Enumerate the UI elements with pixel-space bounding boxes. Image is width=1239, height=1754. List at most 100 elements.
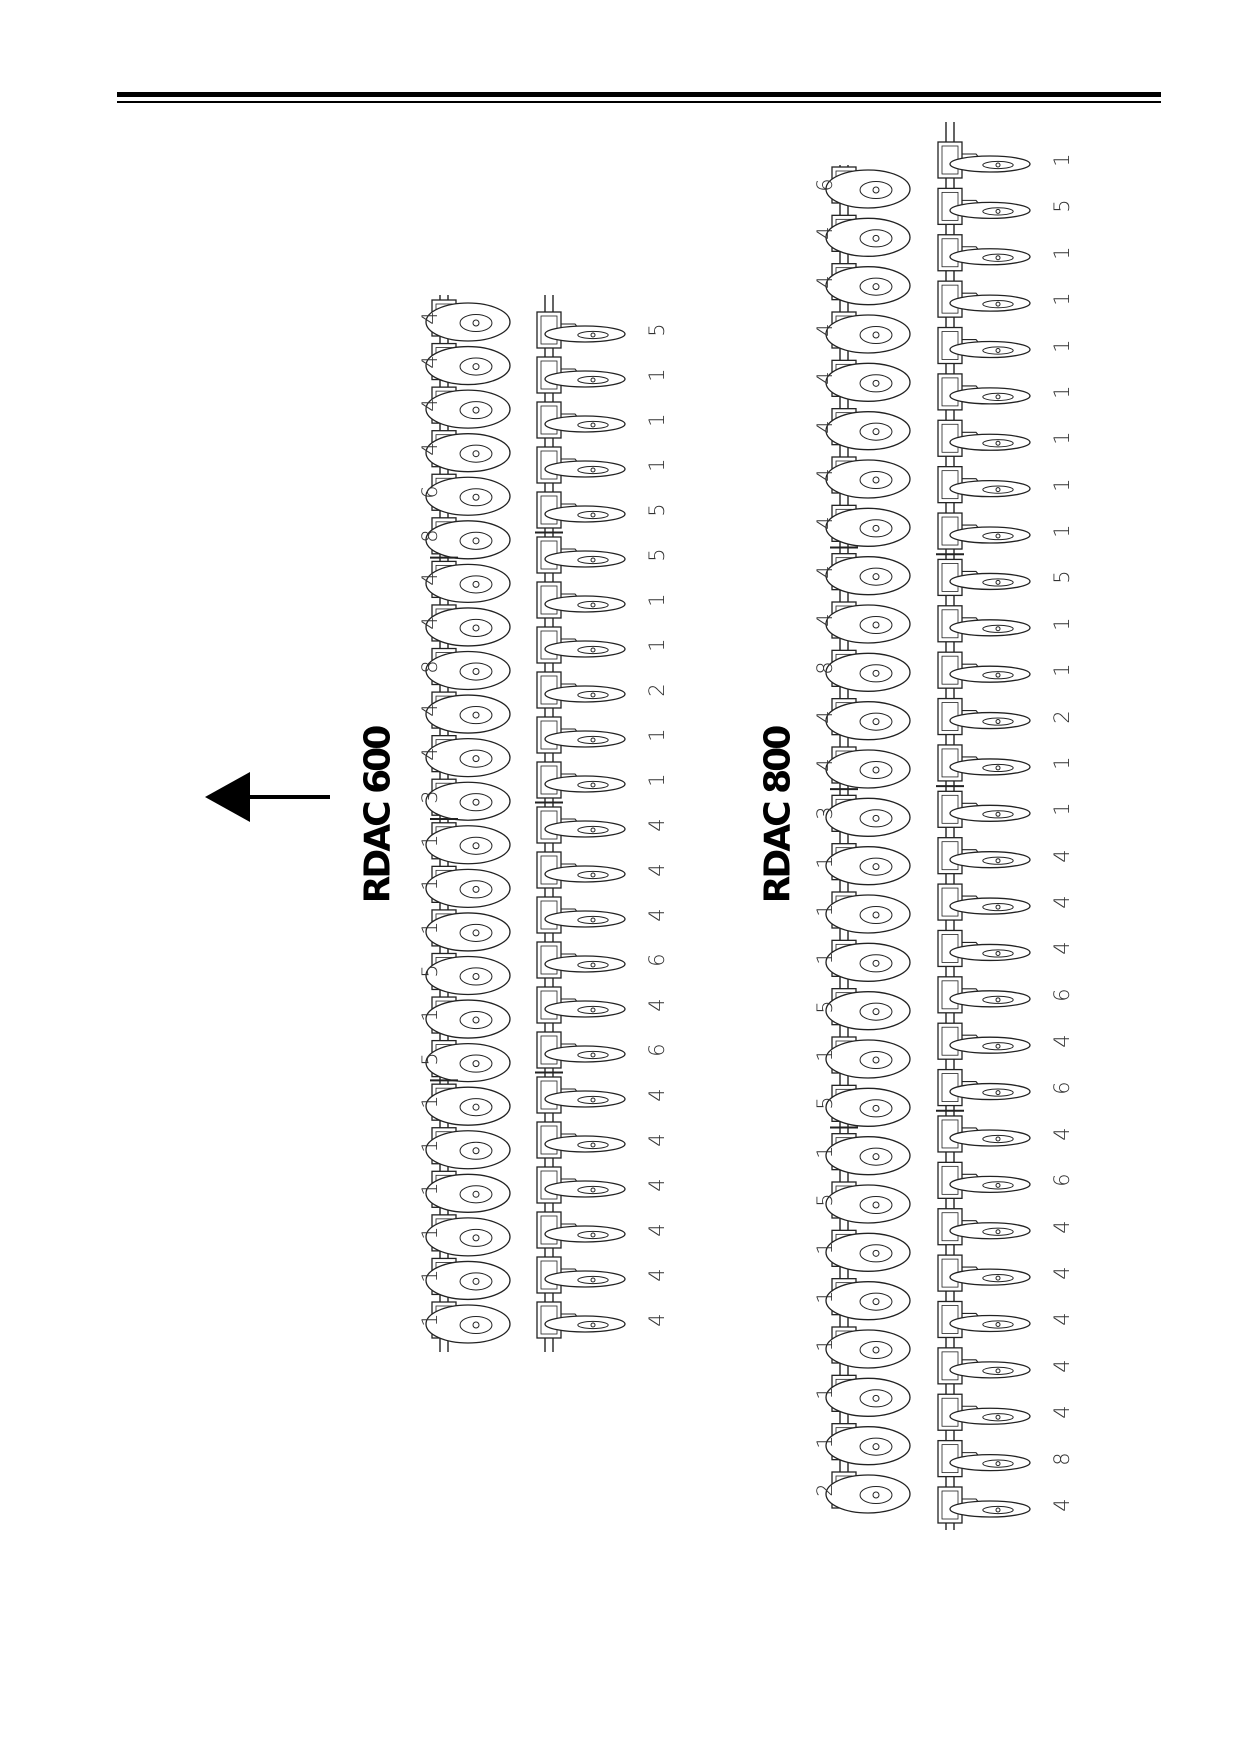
rdac600-machine-drawing bbox=[425, 295, 626, 1352]
position-label: 4 bbox=[417, 442, 442, 456]
position-label: 1 bbox=[812, 903, 837, 917]
position-label: 2 bbox=[644, 683, 669, 697]
position-label: 1 bbox=[417, 877, 442, 892]
disc-unit bbox=[937, 1068, 1031, 1107]
position-label: 4 bbox=[1049, 1312, 1074, 1327]
disc-unit bbox=[825, 1229, 911, 1272]
position-label: 6 bbox=[1049, 1080, 1074, 1095]
disc-unit bbox=[937, 1161, 1031, 1199]
position-label: 4 bbox=[644, 1313, 669, 1327]
rdac800-machine-drawing bbox=[825, 122, 1031, 1530]
position-label: 1 bbox=[1049, 431, 1074, 445]
disc-unit bbox=[937, 605, 1031, 643]
position-label: 1 bbox=[812, 1289, 837, 1304]
disc-unit bbox=[425, 865, 511, 908]
disc-unit bbox=[937, 790, 1031, 828]
disc-unit bbox=[425, 342, 511, 386]
disc-unit bbox=[825, 456, 911, 499]
disc-unit bbox=[825, 988, 911, 1031]
disc-unit bbox=[425, 909, 511, 952]
disc-unit bbox=[425, 1039, 511, 1083]
position-label: 1 bbox=[1049, 802, 1074, 816]
disc-unit bbox=[536, 716, 626, 754]
disc-unit bbox=[937, 929, 1031, 968]
disc-unit bbox=[937, 234, 1031, 272]
disc-unit bbox=[425, 604, 511, 647]
position-label: 4 bbox=[1049, 1034, 1074, 1048]
position-label: 8 bbox=[812, 661, 837, 676]
position-label: 1 bbox=[1049, 524, 1074, 538]
position-label: 5 bbox=[1049, 570, 1074, 585]
disc-unit bbox=[825, 504, 911, 547]
position-label: 1 bbox=[1049, 338, 1074, 353]
position-label: 4 bbox=[812, 419, 837, 434]
disc-unit bbox=[825, 746, 911, 789]
position-label: 4 bbox=[417, 398, 442, 412]
model-label-rdac600: RDAC 600 bbox=[357, 727, 399, 904]
disc-unit bbox=[825, 311, 911, 354]
position-label: 4 bbox=[417, 354, 442, 369]
disc-unit bbox=[536, 536, 626, 574]
disc-unit bbox=[825, 1084, 911, 1127]
disc-unit bbox=[536, 1166, 626, 1204]
position-label: 1 bbox=[812, 854, 837, 869]
position-label: 1 bbox=[812, 1338, 837, 1352]
disc-unit bbox=[825, 601, 911, 644]
disc-unit bbox=[937, 1486, 1031, 1524]
position-label: 5 bbox=[644, 323, 669, 337]
position-label: 4 bbox=[417, 746, 442, 761]
position-label: 1 bbox=[417, 1226, 442, 1240]
position-label: 6 bbox=[417, 485, 442, 499]
disc-unit bbox=[937, 141, 1031, 179]
position-label: 5 bbox=[644, 548, 669, 562]
disc-unit bbox=[425, 1257, 511, 1301]
disc-unit bbox=[937, 1208, 1031, 1246]
disc-unit bbox=[425, 1170, 511, 1213]
disc-unit bbox=[425, 1127, 511, 1170]
position-label: 6 bbox=[812, 178, 837, 192]
position-label: 1 bbox=[644, 368, 669, 382]
position-label: 4 bbox=[417, 572, 442, 587]
position-label: 4 bbox=[812, 274, 837, 289]
position-label: 1 bbox=[417, 1313, 442, 1327]
disc-unit bbox=[536, 1211, 626, 1249]
disc-unit bbox=[425, 735, 511, 778]
disc-unit bbox=[937, 1022, 1031, 1060]
position-label: 8 bbox=[1049, 1451, 1074, 1466]
position-label: 3 bbox=[417, 790, 442, 804]
disc-unit bbox=[425, 1301, 511, 1344]
position-label: 4 bbox=[812, 709, 837, 724]
position-label: 1 bbox=[812, 951, 837, 966]
disc-unit bbox=[425, 691, 511, 734]
disc-unit bbox=[536, 896, 626, 934]
position-label: 1 bbox=[417, 1269, 442, 1284]
position-label: 4 bbox=[417, 311, 442, 325]
disc-unit bbox=[536, 626, 626, 664]
disc-unit bbox=[825, 214, 911, 257]
disc-unit bbox=[536, 1121, 626, 1159]
disc-unit bbox=[825, 1423, 911, 1466]
disc-unit bbox=[536, 1256, 626, 1294]
position-label: 4 bbox=[1049, 895, 1074, 909]
position-label: 1 bbox=[1049, 292, 1074, 306]
position-label: 1 bbox=[417, 1182, 442, 1196]
position-label: 4 bbox=[1049, 1405, 1074, 1419]
position-label: 4 bbox=[1049, 1266, 1074, 1280]
disc-unit bbox=[825, 1374, 911, 1417]
position-label: 4 bbox=[644, 1133, 669, 1147]
disc-unit bbox=[536, 806, 626, 844]
position-label: 5 bbox=[812, 1193, 837, 1207]
disc-unit bbox=[937, 837, 1031, 875]
position-label: 1 bbox=[644, 638, 669, 652]
position-label: 4 bbox=[644, 908, 669, 922]
position-label: 2 bbox=[1049, 709, 1074, 724]
position-label: 1 bbox=[1049, 663, 1074, 677]
disc-unit bbox=[937, 466, 1031, 504]
disc-unit bbox=[536, 761, 626, 799]
position-label: 1 bbox=[1049, 246, 1074, 260]
position-label: 4 bbox=[812, 323, 837, 337]
disc-unit bbox=[425, 996, 511, 1039]
disc-unit bbox=[825, 1181, 911, 1224]
disc-unit bbox=[536, 356, 626, 394]
